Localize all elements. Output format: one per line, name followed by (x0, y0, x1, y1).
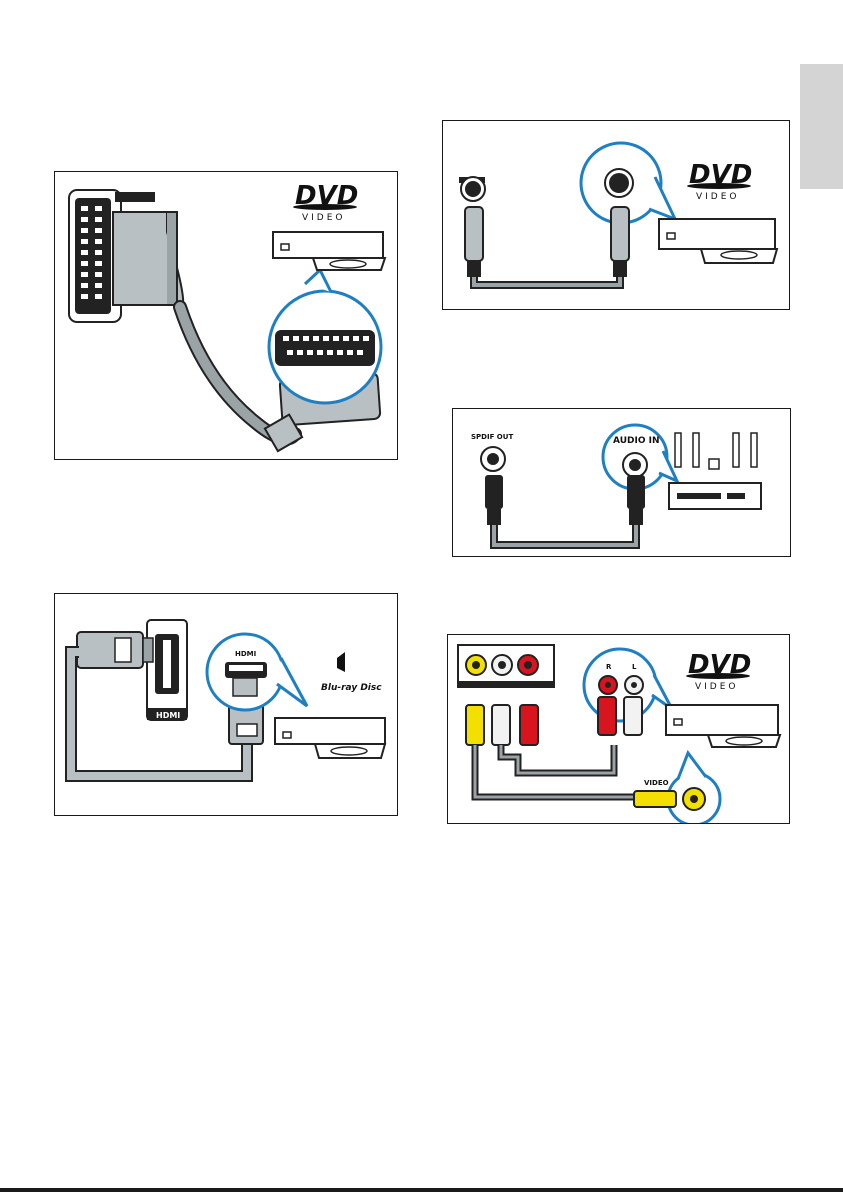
dvd-logo: DVD VIDEO (687, 160, 752, 202)
scart-plug-tv-icon (113, 212, 183, 305)
audio-in-label: AUDIO IN (613, 436, 659, 446)
rca-socket-block-icon (458, 645, 554, 687)
svg-text:HDMI: HDMI (156, 711, 180, 720)
speakers-icon (675, 433, 757, 469)
bluray-logo: Blu-ray Disc (321, 652, 382, 693)
dvd-player-icon (273, 232, 385, 270)
rca-plugs-tv-icon (466, 705, 538, 745)
scart-diagram: DVD VIDEO (54, 171, 398, 460)
bluray-player-icon (275, 718, 385, 758)
av-receiver-icon (669, 483, 761, 509)
svg-text:R: R (606, 663, 612, 671)
hdmi-port-icon: HDMI (147, 620, 187, 720)
zoom-ring-icon: R L (584, 649, 672, 735)
zoom-ring-icon (269, 270, 381, 403)
svg-text:VIDEO: VIDEO (695, 682, 739, 692)
spdif-out-socket-icon (481, 447, 505, 525)
svg-text:VIDEO: VIDEO (302, 213, 346, 223)
hdmi-diagram: HDMI HDMI Blu-ray Disc (54, 593, 398, 816)
svg-text:VIDEO: VIDEO (696, 192, 740, 202)
svideo-socket-icon (459, 177, 485, 277)
svg-text:Blu-ray Disc: Blu-ray Disc (321, 683, 382, 693)
dvd-logo: DVD VIDEO (293, 181, 358, 223)
dvd-player-icon (666, 705, 780, 747)
svg-text:HDMI: HDMI (235, 650, 256, 658)
zoom-ring-icon: HDMI (207, 634, 307, 710)
composite-diagram: R L VIDEO DVD VIDEO (447, 634, 790, 824)
zoom-ring-icon (581, 143, 675, 277)
svg-text:L: L (632, 663, 637, 671)
side-tab (800, 64, 843, 189)
video-label: VIDEO (644, 779, 669, 787)
svideo-diagram: DVD VIDEO (442, 120, 790, 310)
dvd-player-icon (659, 219, 777, 263)
video-zoom-ring-icon: VIDEO (634, 753, 720, 823)
zoom-ring-icon: AUDIO IN (603, 425, 677, 525)
hdmi-plug-tv-icon (77, 632, 153, 668)
bottom-rule (0, 1188, 843, 1192)
spdif-diagram: SPDIF OUT AUDIO IN (452, 408, 791, 557)
dvd-logo: DVD VIDEO (686, 650, 751, 692)
spdif-out-label: SPDIF OUT (471, 433, 513, 441)
